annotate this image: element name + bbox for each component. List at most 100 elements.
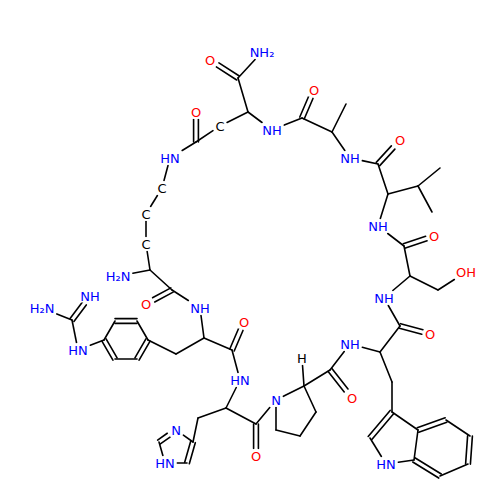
bond-line [253, 424, 255, 449]
bond-line [137, 321, 148, 340]
bond-line [150, 270, 172, 290]
bond-line [413, 462, 439, 478]
bond-line [198, 120, 200, 143]
atom-label: O [424, 328, 436, 341]
bond-line [332, 104, 346, 132]
atom-label: HN [67, 344, 89, 357]
bond-line [403, 236, 425, 243]
atom-label: NH [261, 124, 283, 137]
bond-line [302, 118, 332, 132]
bond-line [216, 67, 236, 80]
bond-line [238, 60, 255, 79]
atom-label: O [394, 134, 406, 147]
atom-label: NH [339, 152, 361, 165]
bond-line [388, 306, 400, 327]
bond-line [106, 339, 117, 358]
atom-label: H [296, 352, 308, 365]
atom-label: HN [229, 374, 251, 387]
bond-line [70, 302, 82, 319]
bond-line [234, 330, 243, 351]
bond-line [204, 338, 232, 350]
bond-line [198, 408, 226, 418]
bond-line [102, 341, 113, 360]
bond-line [388, 186, 418, 194]
atom-label: NH [79, 290, 101, 303]
bond-line [388, 234, 404, 247]
atom-label: O [190, 106, 202, 119]
bond-line [368, 410, 390, 436]
bond-line [72, 320, 77, 343]
atom-label: HN [375, 458, 397, 471]
bond-line [115, 358, 137, 360]
bond-line [193, 418, 198, 442]
bond-line [304, 98, 313, 119]
bond-line [164, 166, 168, 181]
bond-line [440, 464, 468, 476]
bond-line [172, 290, 188, 301]
bond-line [404, 246, 410, 276]
bond-line [115, 323, 137, 325]
bond-line [332, 369, 348, 390]
bond-line [398, 460, 414, 462]
bond-line [391, 382, 393, 412]
bond-line [160, 437, 170, 444]
bond-line [226, 388, 236, 409]
atom-label: O [428, 230, 440, 243]
bond-line [104, 321, 115, 340]
bond-line [332, 132, 345, 151]
bond-line [152, 288, 170, 298]
bond-line [232, 350, 238, 373]
bond-line [258, 424, 260, 449]
bond-line [418, 168, 440, 186]
bond-line [201, 316, 204, 339]
bond-line [378, 164, 388, 194]
bond-line [227, 112, 248, 122]
atom-label: HN [154, 457, 176, 470]
bond-line [182, 142, 196, 151]
atom-label: NH [373, 292, 395, 305]
bond-line [300, 412, 316, 436]
atom-label: H₂N [29, 302, 56, 315]
atom-label: O [308, 84, 320, 97]
bond-line [183, 435, 193, 442]
atom-label: C [214, 120, 225, 133]
atom-label: C [156, 182, 167, 195]
atom-label: O [238, 316, 250, 329]
bond-line [226, 408, 256, 424]
bond-line [151, 196, 158, 207]
bond-line [135, 339, 146, 358]
bond-line [90, 340, 104, 345]
bond-line [304, 370, 330, 386]
bond-line [193, 120, 195, 143]
bond-line [145, 222, 147, 237]
atom-label: O [140, 298, 152, 311]
atom-label: NH [189, 302, 211, 315]
bond-line [372, 414, 394, 440]
atom-label: O [346, 392, 358, 405]
bond-line [283, 386, 304, 396]
bond-line [189, 443, 195, 464]
bond-line [380, 194, 388, 219]
bond-line [148, 340, 176, 354]
bond-line [417, 418, 445, 428]
bond-line [158, 433, 168, 440]
atom-label: NH [367, 220, 389, 233]
bond-line [330, 352, 344, 371]
bond-line [176, 338, 204, 354]
bond-line [147, 252, 150, 271]
bond-line [256, 408, 270, 425]
atom-label: O [250, 450, 262, 463]
bond-line [74, 305, 86, 322]
atom-label: H₂N [105, 270, 132, 283]
bond-line [438, 280, 454, 291]
bond-line [410, 276, 438, 290]
bond-line [392, 412, 418, 430]
bond-line [196, 131, 213, 142]
atom-label: OH [455, 266, 477, 279]
bond-line [304, 386, 316, 412]
bond-line [376, 146, 391, 163]
atom-label: NH₂ [249, 46, 276, 59]
bond-line [470, 436, 472, 464]
